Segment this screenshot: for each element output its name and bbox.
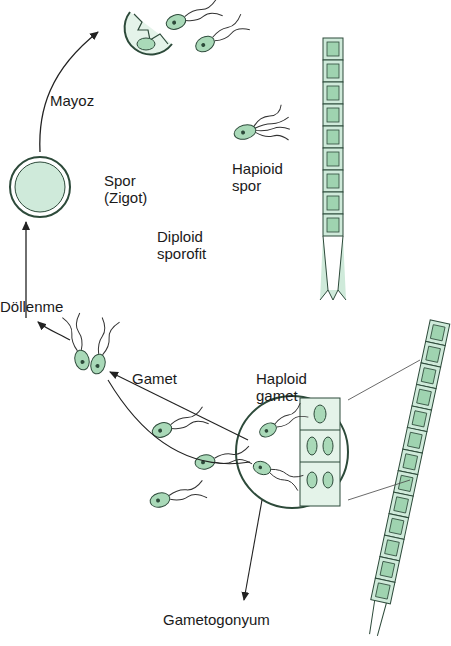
stage-label: Gamet — [132, 370, 192, 387]
magnified-gametangium — [236, 396, 348, 508]
young-filament — [320, 38, 346, 300]
stage-label: Gametogonyum — [163, 611, 303, 628]
stage-label: Diploid sporofit — [157, 228, 231, 262]
pointer-arrow — [244, 500, 262, 600]
stage-label: Haploid gamet — [256, 370, 330, 404]
germinating-zygote — [125, 0, 250, 58]
stage-label: Döllenme — [0, 298, 90, 315]
stage-label: Spor (Zigot) — [104, 172, 166, 206]
zygote — [10, 157, 70, 217]
gamete — [148, 480, 207, 512]
stage-label: Mayoz — [50, 92, 120, 109]
release-arrow — [110, 372, 248, 440]
zygote — [15, 162, 65, 212]
stage-label: Hapioid spor — [232, 160, 298, 194]
gamete — [150, 407, 209, 443]
cycle-arrow — [38, 322, 70, 340]
gamete — [88, 317, 120, 376]
release-arrow — [108, 380, 250, 464]
haploid-spore — [230, 104, 294, 154]
gamete — [62, 313, 94, 372]
gamete — [194, 446, 252, 473]
magnifier-line — [348, 360, 420, 500]
